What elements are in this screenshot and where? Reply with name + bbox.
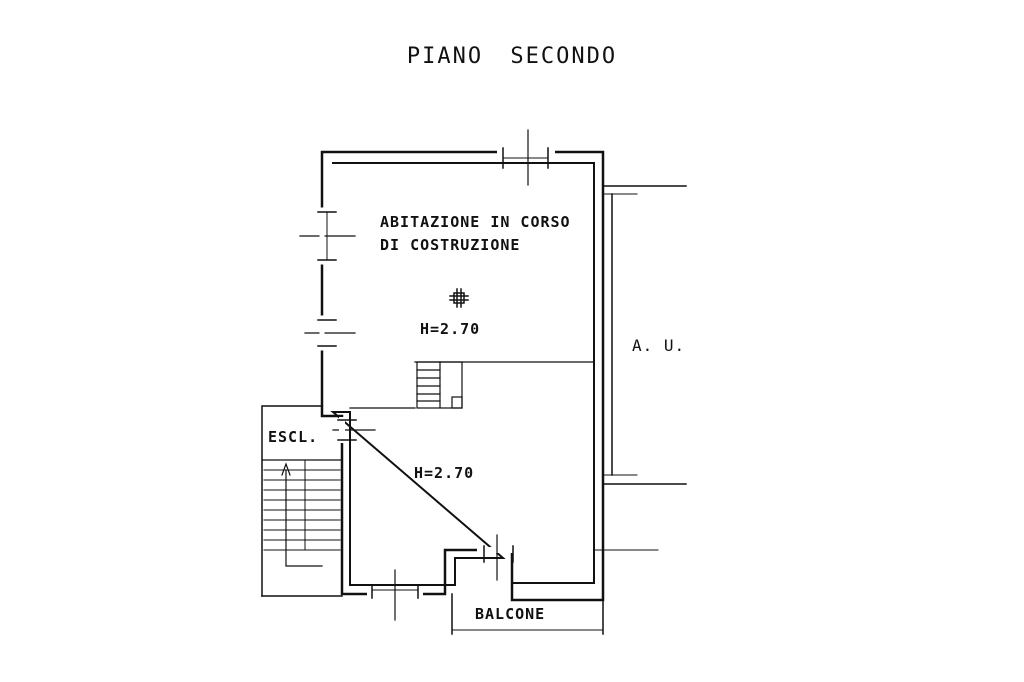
adjacent-unit-label: A. U. [632, 336, 686, 355]
room-label-line1: ABITAZIONE IN CORSO [380, 213, 571, 231]
inner-stair [416, 361, 463, 409]
outer-wall-outer-line [320, 150, 605, 602]
balcony-outline [451, 593, 604, 635]
plan-title: PIANO SECONDO [406, 44, 618, 69]
upper-height-label: H=2.70 [420, 320, 481, 338]
stair-label: ESCL. [268, 428, 319, 446]
lower-height-label: H=2.70 [414, 464, 475, 482]
balcony-label: BALCONE [475, 605, 546, 623]
room-label-line2: DI COSTRUZIONE [380, 236, 521, 254]
flue-symbol [449, 288, 469, 308]
adjacent-unit-lines [593, 185, 687, 551]
stairwell [261, 405, 343, 597]
outer-wall-inner-line [330, 162, 595, 586]
